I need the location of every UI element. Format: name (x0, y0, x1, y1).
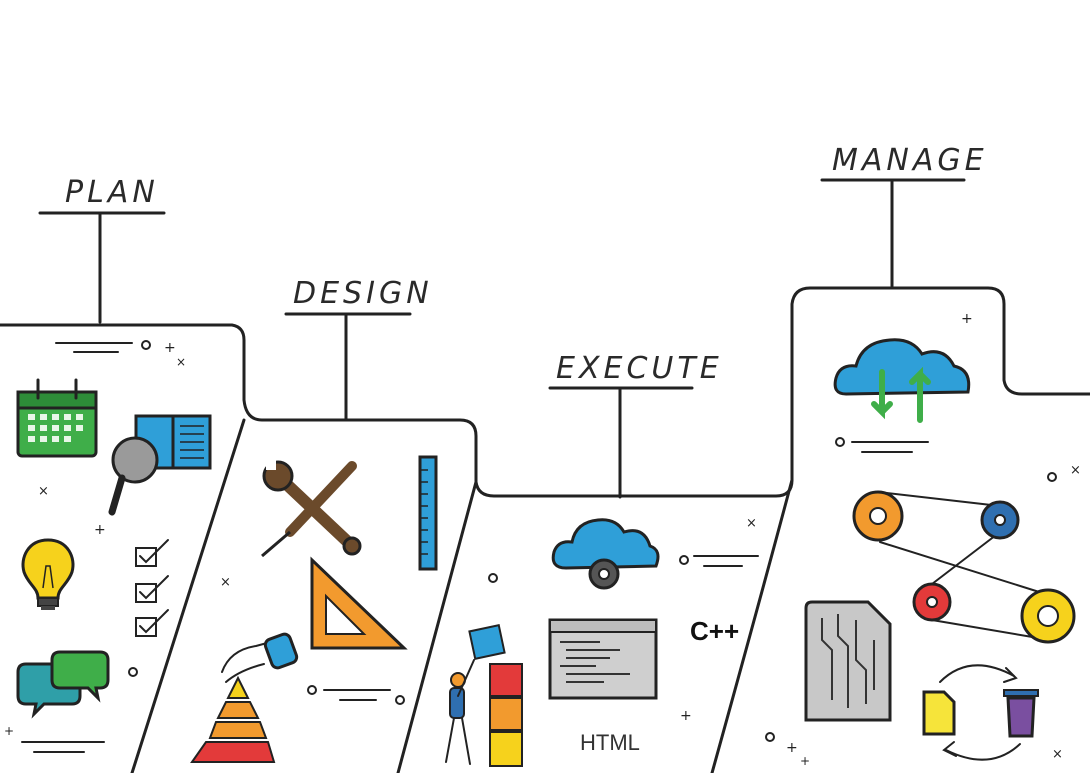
svg-text:×: × (176, 355, 186, 369)
lightbulb-icon (21, 538, 75, 610)
execute-label: EXECUTE (556, 351, 723, 386)
svg-text:×: × (38, 484, 49, 499)
ruler-icon (418, 455, 438, 571)
hand-icon (221, 632, 299, 683)
svg-text:+: + (164, 340, 176, 356)
design-label: DESIGN (293, 276, 433, 311)
design-execute-divider (396, 480, 478, 773)
pyramid-icon (190, 675, 276, 763)
execute-manage-divider (710, 478, 794, 773)
manage-label: MANAGE (832, 143, 988, 178)
svg-text:+: + (786, 740, 798, 756)
magnifier-icon (108, 436, 159, 516)
svg-text:×: × (1052, 747, 1063, 762)
svg-text:×: × (1070, 463, 1081, 478)
person-blocks-icon (445, 624, 523, 767)
manage-header: MANAGE (820, 143, 988, 288)
plan-design-divider (130, 418, 246, 773)
document-icon (922, 690, 956, 736)
refresh-arrows-icon (939, 664, 1021, 761)
plan-label: PLAN (65, 175, 159, 210)
calendar-icon (16, 378, 98, 458)
cloud-sync-icon (833, 338, 971, 423)
trash-icon (1003, 689, 1039, 738)
checklist-icon (135, 539, 169, 637)
html-label: HTML (580, 730, 640, 755)
chat-bubbles-icon (16, 650, 110, 719)
gears-belt-icon (852, 490, 1076, 644)
svg-text:+: + (94, 522, 106, 538)
decorations: + × × + + × × + + × + + × (4, 311, 1081, 768)
design-header: DESIGN (284, 276, 433, 422)
code-window-icon (548, 618, 658, 700)
screwdriver-icon (261, 461, 357, 558)
execute-header: EXECUTE (548, 351, 723, 499)
svg-text:×: × (746, 516, 757, 531)
svg-text:+: + (961, 311, 973, 327)
wrench-icon (262, 458, 362, 556)
cloud-gear-icon (551, 518, 660, 590)
plan-header: PLAN (38, 175, 166, 324)
svg-text:+: + (4, 724, 14, 738)
stage-outline (0, 286, 1090, 498)
svg-text:+: + (680, 708, 692, 724)
cpp-label: C++ (690, 616, 739, 646)
circuit-document-icon (804, 600, 892, 722)
svg-text:×: × (220, 575, 231, 590)
svg-text:+: + (800, 754, 810, 768)
set-square-icon (310, 556, 408, 650)
